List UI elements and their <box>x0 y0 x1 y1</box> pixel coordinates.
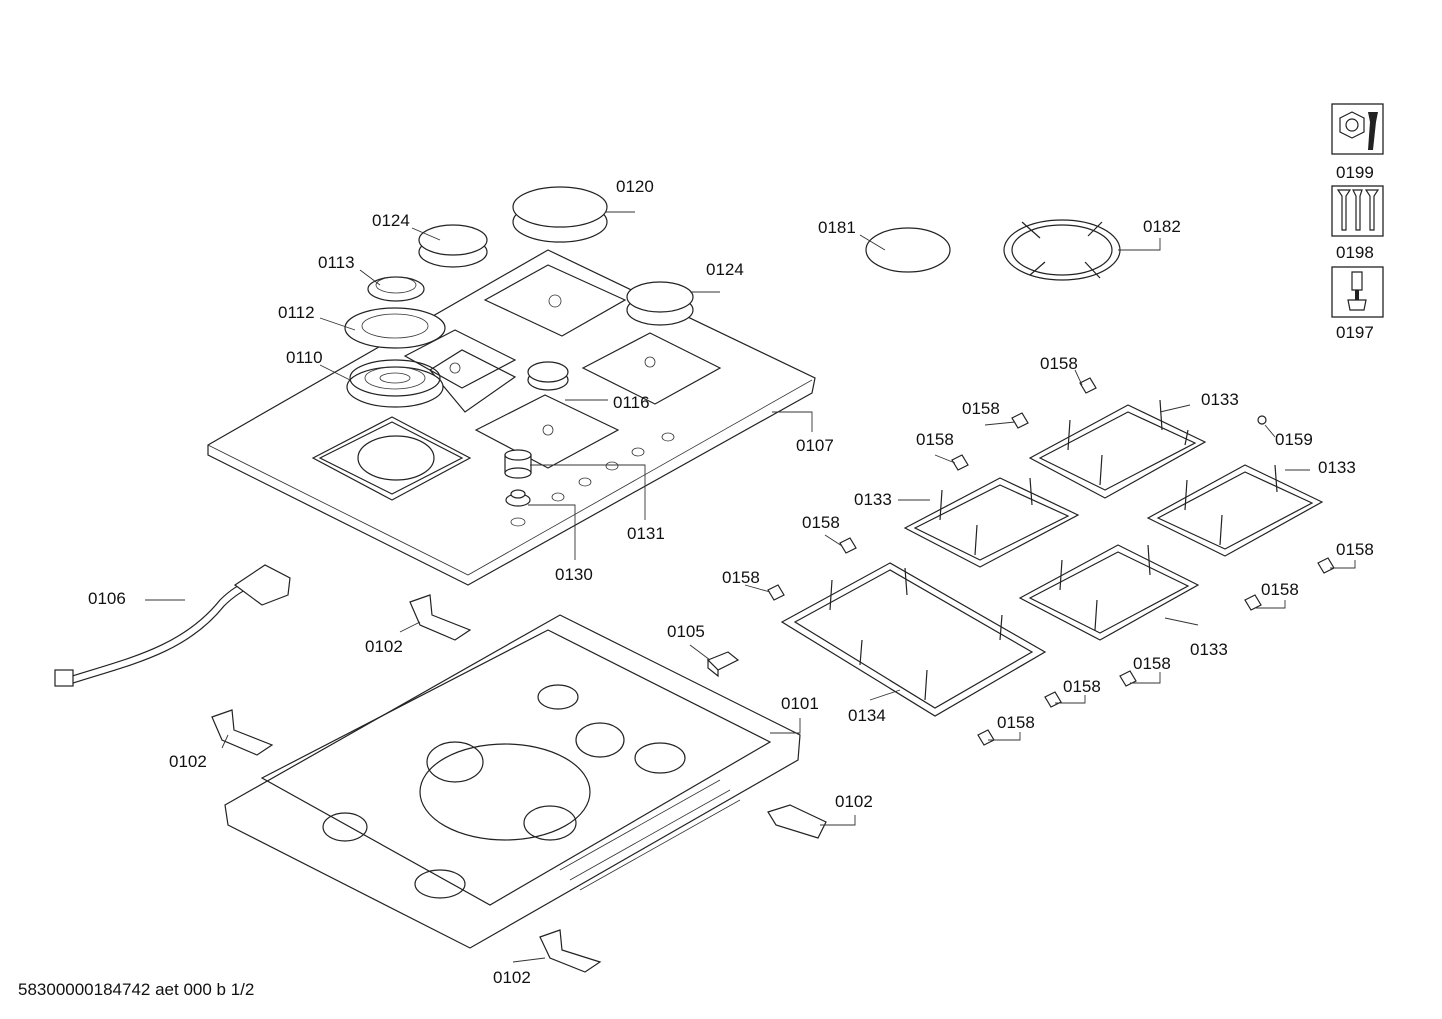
document-reference: 58300000184742 aet 000 b 1/2 <box>18 980 255 999</box>
callout-0198: 0198 <box>1336 243 1374 262</box>
pan-support-4 <box>1018 544 1200 641</box>
callout-labels: 0120 0124 0113 0124 0112 0110 0116 0107 … <box>88 177 1374 987</box>
fixing-bracket-2 <box>211 709 274 756</box>
simmer-plate <box>865 227 951 273</box>
callout-0131: 0131 <box>627 524 665 543</box>
callout-0101: 0101 <box>781 694 819 713</box>
pan-support-3 <box>1146 464 1324 557</box>
callout-0158-9: 0158 <box>1063 677 1101 696</box>
callout-0133-3: 0133 <box>854 490 892 509</box>
callout-0105: 0105 <box>667 622 705 641</box>
callout-0102-left: 0102 <box>169 752 207 771</box>
hex-nut-wrench-icon <box>1331 103 1384 155</box>
fixing-bracket-4 <box>539 929 602 973</box>
screws-icon <box>1331 185 1384 237</box>
callout-0159: 0159 <box>1275 430 1313 449</box>
callout-0158-10: 0158 <box>997 713 1035 732</box>
callout-0130: 0130 <box>555 565 593 584</box>
callout-0124-right: 0124 <box>706 260 744 279</box>
wok-burner <box>346 359 444 408</box>
small-nut <box>1257 415 1267 425</box>
base-tray <box>224 614 801 949</box>
callout-0158-6: 0158 <box>722 568 760 587</box>
callout-0102-bottom: 0102 <box>493 968 531 987</box>
callout-0116: 0116 <box>613 393 650 412</box>
callout-0199: 0199 <box>1336 163 1374 182</box>
callout-0106: 0106 <box>88 589 126 608</box>
callout-0158-7: 0158 <box>1261 580 1299 599</box>
burner-cap-large <box>512 186 608 243</box>
callout-0120: 0120 <box>616 177 654 196</box>
callout-0158-4: 0158 <box>802 513 840 532</box>
callout-0133-1: 0133 <box>1201 390 1239 409</box>
burner-cap-small <box>367 276 425 302</box>
callout-0124-left: 0124 <box>372 211 410 230</box>
leader-lines <box>145 211 1356 963</box>
pan-support-wok <box>780 562 1047 717</box>
callout-0110: 0110 <box>286 348 323 367</box>
pan-support-2 <box>903 477 1080 568</box>
callout-0158-2: 0158 <box>962 399 1000 418</box>
callout-0133-4: 0133 <box>1190 640 1228 659</box>
callout-0181: 0181 <box>818 218 856 237</box>
cooktop-top-plate <box>207 249 816 586</box>
burner-ring <box>344 307 446 349</box>
rubber-feet <box>767 377 1335 746</box>
control-knob <box>504 449 532 507</box>
callout-0107: 0107 <box>796 436 834 455</box>
burner-cap-medium-right <box>626 281 694 326</box>
callout-0158-5: 0158 <box>1336 540 1374 559</box>
callout-0102-top: 0102 <box>365 637 403 656</box>
callout-0197: 0197 <box>1336 323 1374 342</box>
terminal-connector <box>706 651 740 678</box>
callout-0113: 0113 <box>318 253 355 272</box>
power-cable <box>54 564 291 687</box>
burner-small-center <box>527 361 569 391</box>
callout-0133-2: 0133 <box>1318 458 1356 477</box>
burner-cap-medium-left <box>418 224 488 268</box>
callout-0182: 0182 <box>1143 217 1181 236</box>
callout-0158-8: 0158 <box>1133 654 1171 673</box>
wok-ring-trivet <box>1003 219 1121 281</box>
callout-0158-3: 0158 <box>916 430 954 449</box>
callout-0134: 0134 <box>848 706 886 725</box>
fixing-bracket-1 <box>409 594 472 641</box>
fixing-bracket-3 <box>767 804 827 839</box>
screwdriver-icon <box>1331 266 1384 318</box>
callout-0102-right: 0102 <box>835 792 873 811</box>
callout-0158-1: 0158 <box>1040 354 1078 373</box>
pan-support-1 <box>1028 399 1207 499</box>
callout-0112: 0112 <box>278 303 315 322</box>
